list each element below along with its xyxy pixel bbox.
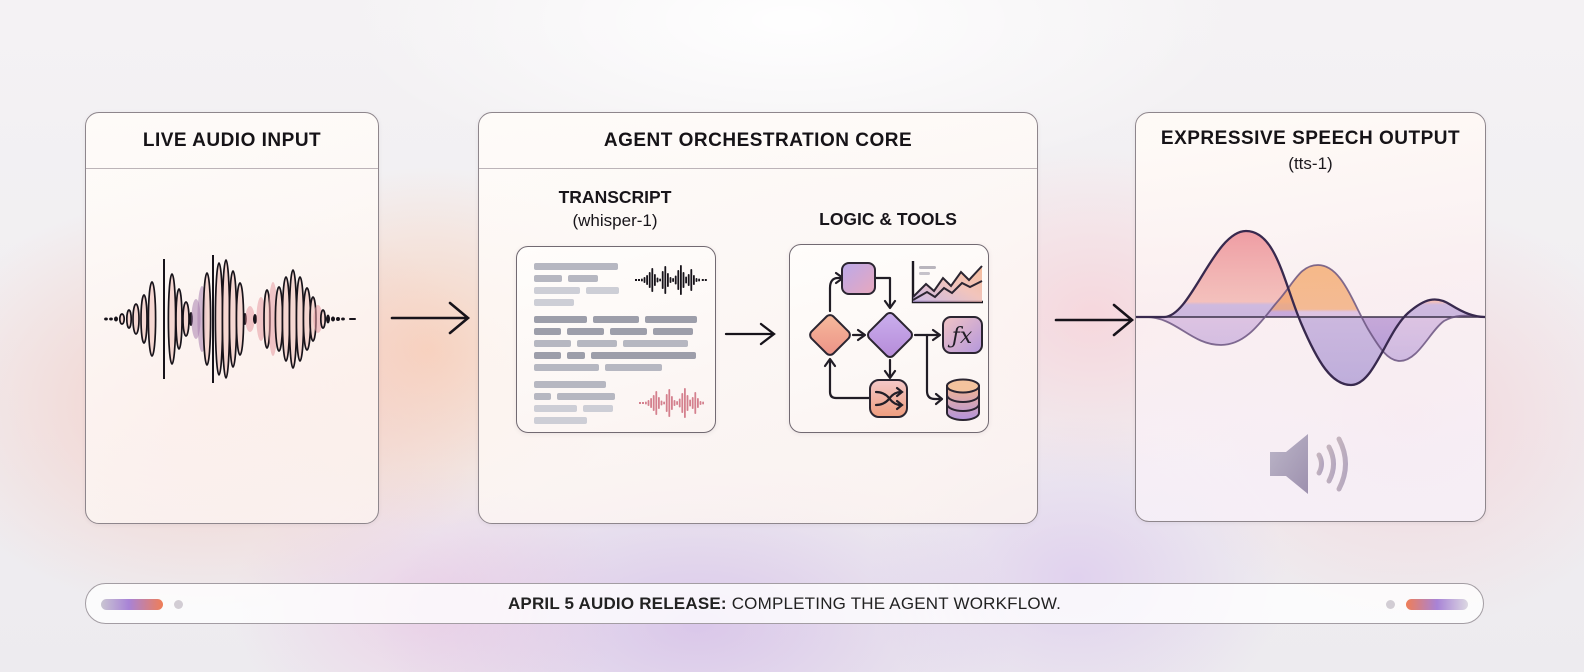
panel-header: EXPRESSIVE SPEECH OUTPUT (tts-1) — [1136, 113, 1485, 174]
text-line-bar — [610, 328, 647, 335]
transcript-row — [534, 381, 700, 388]
transcript-row — [534, 405, 700, 412]
shuffle-icon — [869, 379, 908, 418]
panel-title: EXPRESSIVE SPEECH OUTPUT — [1160, 128, 1461, 149]
text-line-bar — [534, 287, 580, 294]
arrow-input-to-core-icon — [390, 301, 471, 335]
wave-stroke-primary — [1136, 229, 1485, 387]
text-line-bar — [534, 340, 571, 347]
wave-stroke-secondary — [1145, 264, 1485, 362]
text-line-bar — [534, 316, 587, 323]
text-line-bar — [534, 405, 577, 412]
dot-left — [174, 600, 183, 609]
text-line-bar — [534, 364, 599, 371]
text-line-bar — [534, 381, 606, 388]
transcript-row — [534, 352, 700, 359]
analytics-chart-icon — [911, 261, 983, 304]
transcript-row — [534, 299, 700, 306]
expressive-wave — [1136, 229, 1485, 387]
text-line-bar — [645, 316, 697, 323]
database-icon — [946, 378, 980, 421]
release-text-rest: COMPLETING THE AGENT WORKFLOW. — [726, 593, 1062, 613]
arrow-core-to-output-icon — [1054, 303, 1135, 337]
text-line-bar — [534, 417, 587, 424]
text-line-bar — [653, 328, 693, 335]
live-audio-input-panel: LIVE AUDIO INPUT — [85, 112, 379, 524]
release-text: APRIL 5 AUDIO RELEASE: COMPLETING THE AG… — [508, 594, 1061, 614]
transcript-row — [534, 393, 700, 400]
transcript-row — [534, 340, 700, 347]
logic-flow-diagram: ƒx — [809, 261, 983, 421]
text-line-bar — [534, 328, 561, 335]
text-line-bar — [623, 340, 688, 347]
transcript-text-lines — [534, 263, 700, 429]
text-line-bar — [577, 340, 617, 347]
transcript-row — [534, 417, 700, 424]
transcript-label: TRANSCRIPT (whisper-1) — [516, 187, 714, 231]
panel-header: AGENT ORCHESTRATION CORE — [479, 113, 1037, 169]
mini-waveform-pink-icon — [639, 388, 704, 418]
logic-tools-label: LOGIC & TOOLS — [819, 209, 957, 229]
text-line-bar — [557, 393, 615, 400]
release-text-strong: APRIL 5 AUDIO RELEASE: — [507, 593, 727, 613]
text-line-bar — [567, 328, 604, 335]
function-icon: ƒx — [942, 316, 983, 354]
text-line-bar — [534, 393, 551, 400]
speaker-icon — [1270, 434, 1348, 494]
text-line-bar — [534, 263, 618, 270]
wave-fill-secondary — [1146, 265, 1485, 361]
transcript-row — [534, 316, 700, 323]
transcript-row — [534, 263, 700, 270]
panel-title: AGENT ORCHESTRATION CORE — [603, 129, 913, 151]
transcript-model-label: (whisper-1) — [572, 211, 658, 230]
wave-fill-primary — [1136, 231, 1485, 385]
text-line-bar — [567, 352, 585, 359]
panel-title: LIVE AUDIO INPUT — [142, 129, 322, 151]
text-line-bar — [605, 364, 662, 371]
text-line-bar — [534, 352, 561, 359]
decision-diamond-left-icon — [809, 314, 851, 356]
panel-header: LIVE AUDIO INPUT — [86, 113, 378, 169]
text-line-bar — [583, 405, 613, 412]
dot-right — [1386, 600, 1395, 609]
svg-text:ƒx: ƒx — [947, 324, 973, 349]
flow-connectors — [823, 271, 944, 406]
transcript-card — [516, 246, 716, 433]
arrow-transcript-to-logic-icon — [724, 322, 776, 346]
expressive-speech-output-panel: EXPRESSIVE SPEECH OUTPUT (tts-1) — [1135, 112, 1486, 522]
agent-orchestration-core-panel: AGENT ORCHESTRATION CORE TRANSCRIPT (whi… — [478, 112, 1038, 524]
text-line-bar — [586, 287, 619, 294]
transcript-row — [534, 364, 700, 371]
text-line-bar — [534, 299, 574, 306]
text-line-bar — [568, 275, 598, 282]
text-line-bar — [593, 316, 639, 323]
logic-tools-card: ƒx — [789, 244, 989, 433]
text-line-bar — [534, 275, 562, 282]
gradient-pill-left — [101, 599, 163, 610]
process-node-icon — [841, 262, 876, 295]
mini-waveform-dark-icon — [635, 265, 707, 295]
gradient-pill-right — [1406, 599, 1468, 610]
panel-subtitle: (tts-1) — [1288, 154, 1333, 173]
transcript-row — [534, 275, 700, 282]
release-banner: APRIL 5 AUDIO RELEASE: COMPLETING THE AG… — [85, 583, 1484, 624]
decision-diamond-center-icon — [867, 312, 913, 358]
transcript-row — [534, 328, 700, 335]
audio-waveform — [104, 255, 356, 383]
transcript-row — [534, 287, 700, 294]
text-line-bar — [591, 352, 696, 359]
